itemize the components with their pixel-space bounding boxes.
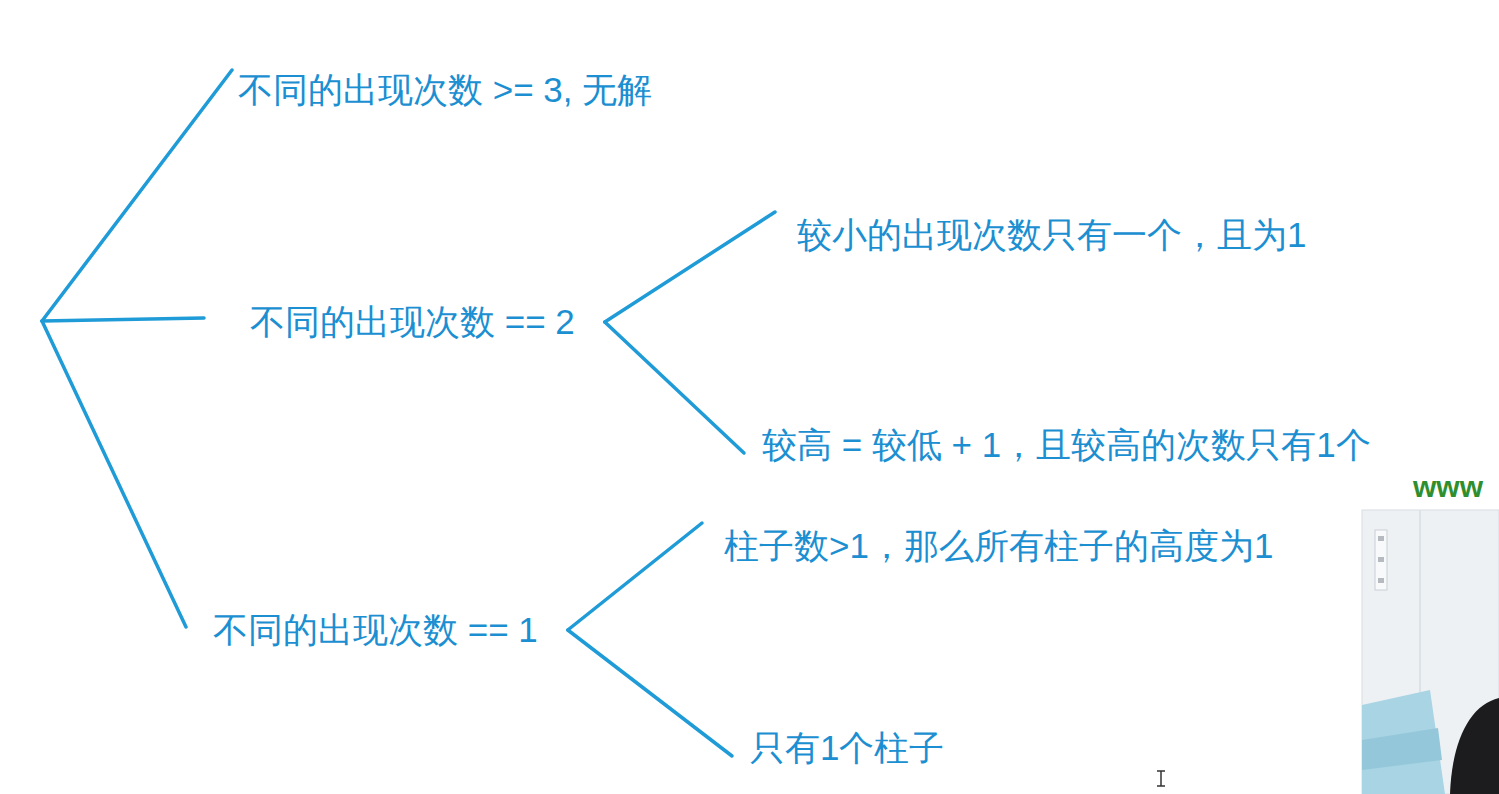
branch-connector (605, 212, 775, 322)
branch-text: 不同的出现次数 == 2 (250, 301, 575, 343)
branch-label: 只有1个柱子 (750, 727, 944, 769)
branch-connector (568, 630, 732, 756)
text-cursor (1157, 771, 1165, 786)
root-branch-line (42, 321, 186, 627)
branch-label: 较高 = 较低 + 1，且较高的次数只有1个 (762, 424, 1371, 466)
watermark-text: www (1413, 470, 1483, 503)
watermark-label: www (1413, 470, 1483, 503)
branch-connector (568, 523, 702, 630)
root-branch-line (42, 318, 204, 321)
branch-text: 只有1个柱子 (750, 727, 944, 769)
branch-text: 不同的出现次数 >= 3, 无解 (238, 69, 652, 111)
branch-text: 不同的出现次数 == 1 (213, 609, 538, 651)
branch-label: 柱子数>1，那么所有柱子的高度为1 (724, 525, 1273, 567)
branch-text: 较小的出现次数只有一个，且为1 (797, 214, 1306, 256)
root-branches (42, 70, 232, 627)
branch-label: 较小的出现次数只有一个，且为1 (797, 214, 1306, 256)
branch-text: 较高 = 较低 + 1，且较高的次数只有1个 (762, 424, 1371, 466)
branch-label: 不同的出现次数 == 1 (213, 609, 538, 651)
root-branch-line (42, 70, 232, 321)
branch-text: 柱子数>1，那么所有柱子的高度为1 (724, 525, 1273, 567)
branch-connector (605, 322, 744, 453)
webcam-image (1362, 510, 1499, 794)
branch-label: 不同的出现次数 == 2 (250, 301, 575, 343)
branch-label: 不同的出现次数 >= 3, 无解 (238, 69, 652, 111)
